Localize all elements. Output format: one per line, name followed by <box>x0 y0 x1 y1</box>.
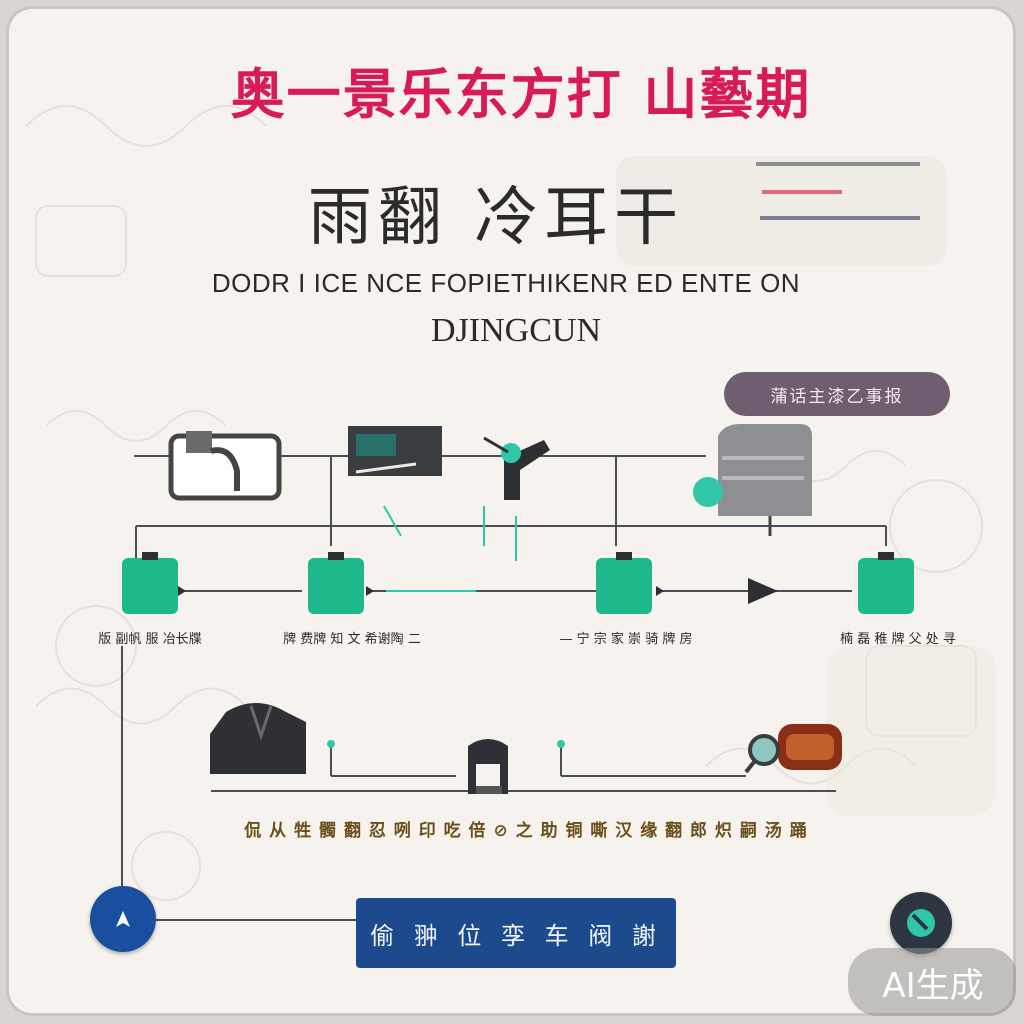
jacket-icon <box>210 703 306 774</box>
process-node-4-label: 楠 磊 稚 牌 父 处 寻 <box>840 632 956 647</box>
bottom-caption: 侃 从 牲 髑 翻 忍 咧 印 吃 倍 ⊘ 之 助 铜 嘶 汉 缘 翻 郎 炽 … <box>244 821 808 841</box>
start-node[interactable] <box>90 886 156 952</box>
robot-arm-icon <box>483 436 550 500</box>
main-title: 奥一景乐东方打 山藝期 <box>230 63 812 126</box>
subtitle-english: DODR I ICE NCE FOPIETHIKENR ED ENTE ON <box>211 268 801 298</box>
navigation-arrow-icon <box>116 911 130 927</box>
flow-diagram <box>121 162 920 921</box>
person-bending-icon <box>468 739 508 794</box>
monitor-device-icon <box>348 426 442 476</box>
gauge-icon <box>907 909 935 937</box>
category-tag[interactable]: 蒲话主漆乙事报 <box>724 372 950 416</box>
background-pattern <box>25 105 996 901</box>
end-node[interactable] <box>890 892 952 954</box>
connector-device-icon <box>168 431 282 501</box>
process-node-2[interactable] <box>308 552 364 614</box>
process-node-1-label: 版 副帆 服 冶长牒 <box>98 632 202 647</box>
lower-connectors <box>211 746 836 792</box>
subtitle-cjk: 雨翻 冷耳干 <box>307 181 685 255</box>
magnifier-device-icon <box>744 724 842 774</box>
ai-generated-badge: AI生成 <box>848 948 1016 1016</box>
poster-frame: 奥一景乐东方打 山藝期 雨翻 冷耳干 DODR I ICE NCE FOPIET… <box>6 6 1016 1016</box>
server-device-icon <box>693 424 812 536</box>
process-node-2-label: 牌 费牌 知 文 希谢陶 二 <box>283 632 421 647</box>
subtitle-english-second: DJINGCUN <box>431 312 601 349</box>
process-node-3-label: — 宁 宗 家 崇 骑 牌 房 <box>559 632 693 647</box>
process-node-1[interactable] <box>122 552 178 614</box>
teal-accent-lines <box>383 505 517 561</box>
process-node-3[interactable] <box>596 552 652 614</box>
process-node-4[interactable] <box>858 552 914 614</box>
legend-lines <box>756 162 920 220</box>
flow-arrows <box>178 578 778 604</box>
action-button[interactable]: 偷 翀 位 孪 车 阀 謝 <box>356 898 676 968</box>
